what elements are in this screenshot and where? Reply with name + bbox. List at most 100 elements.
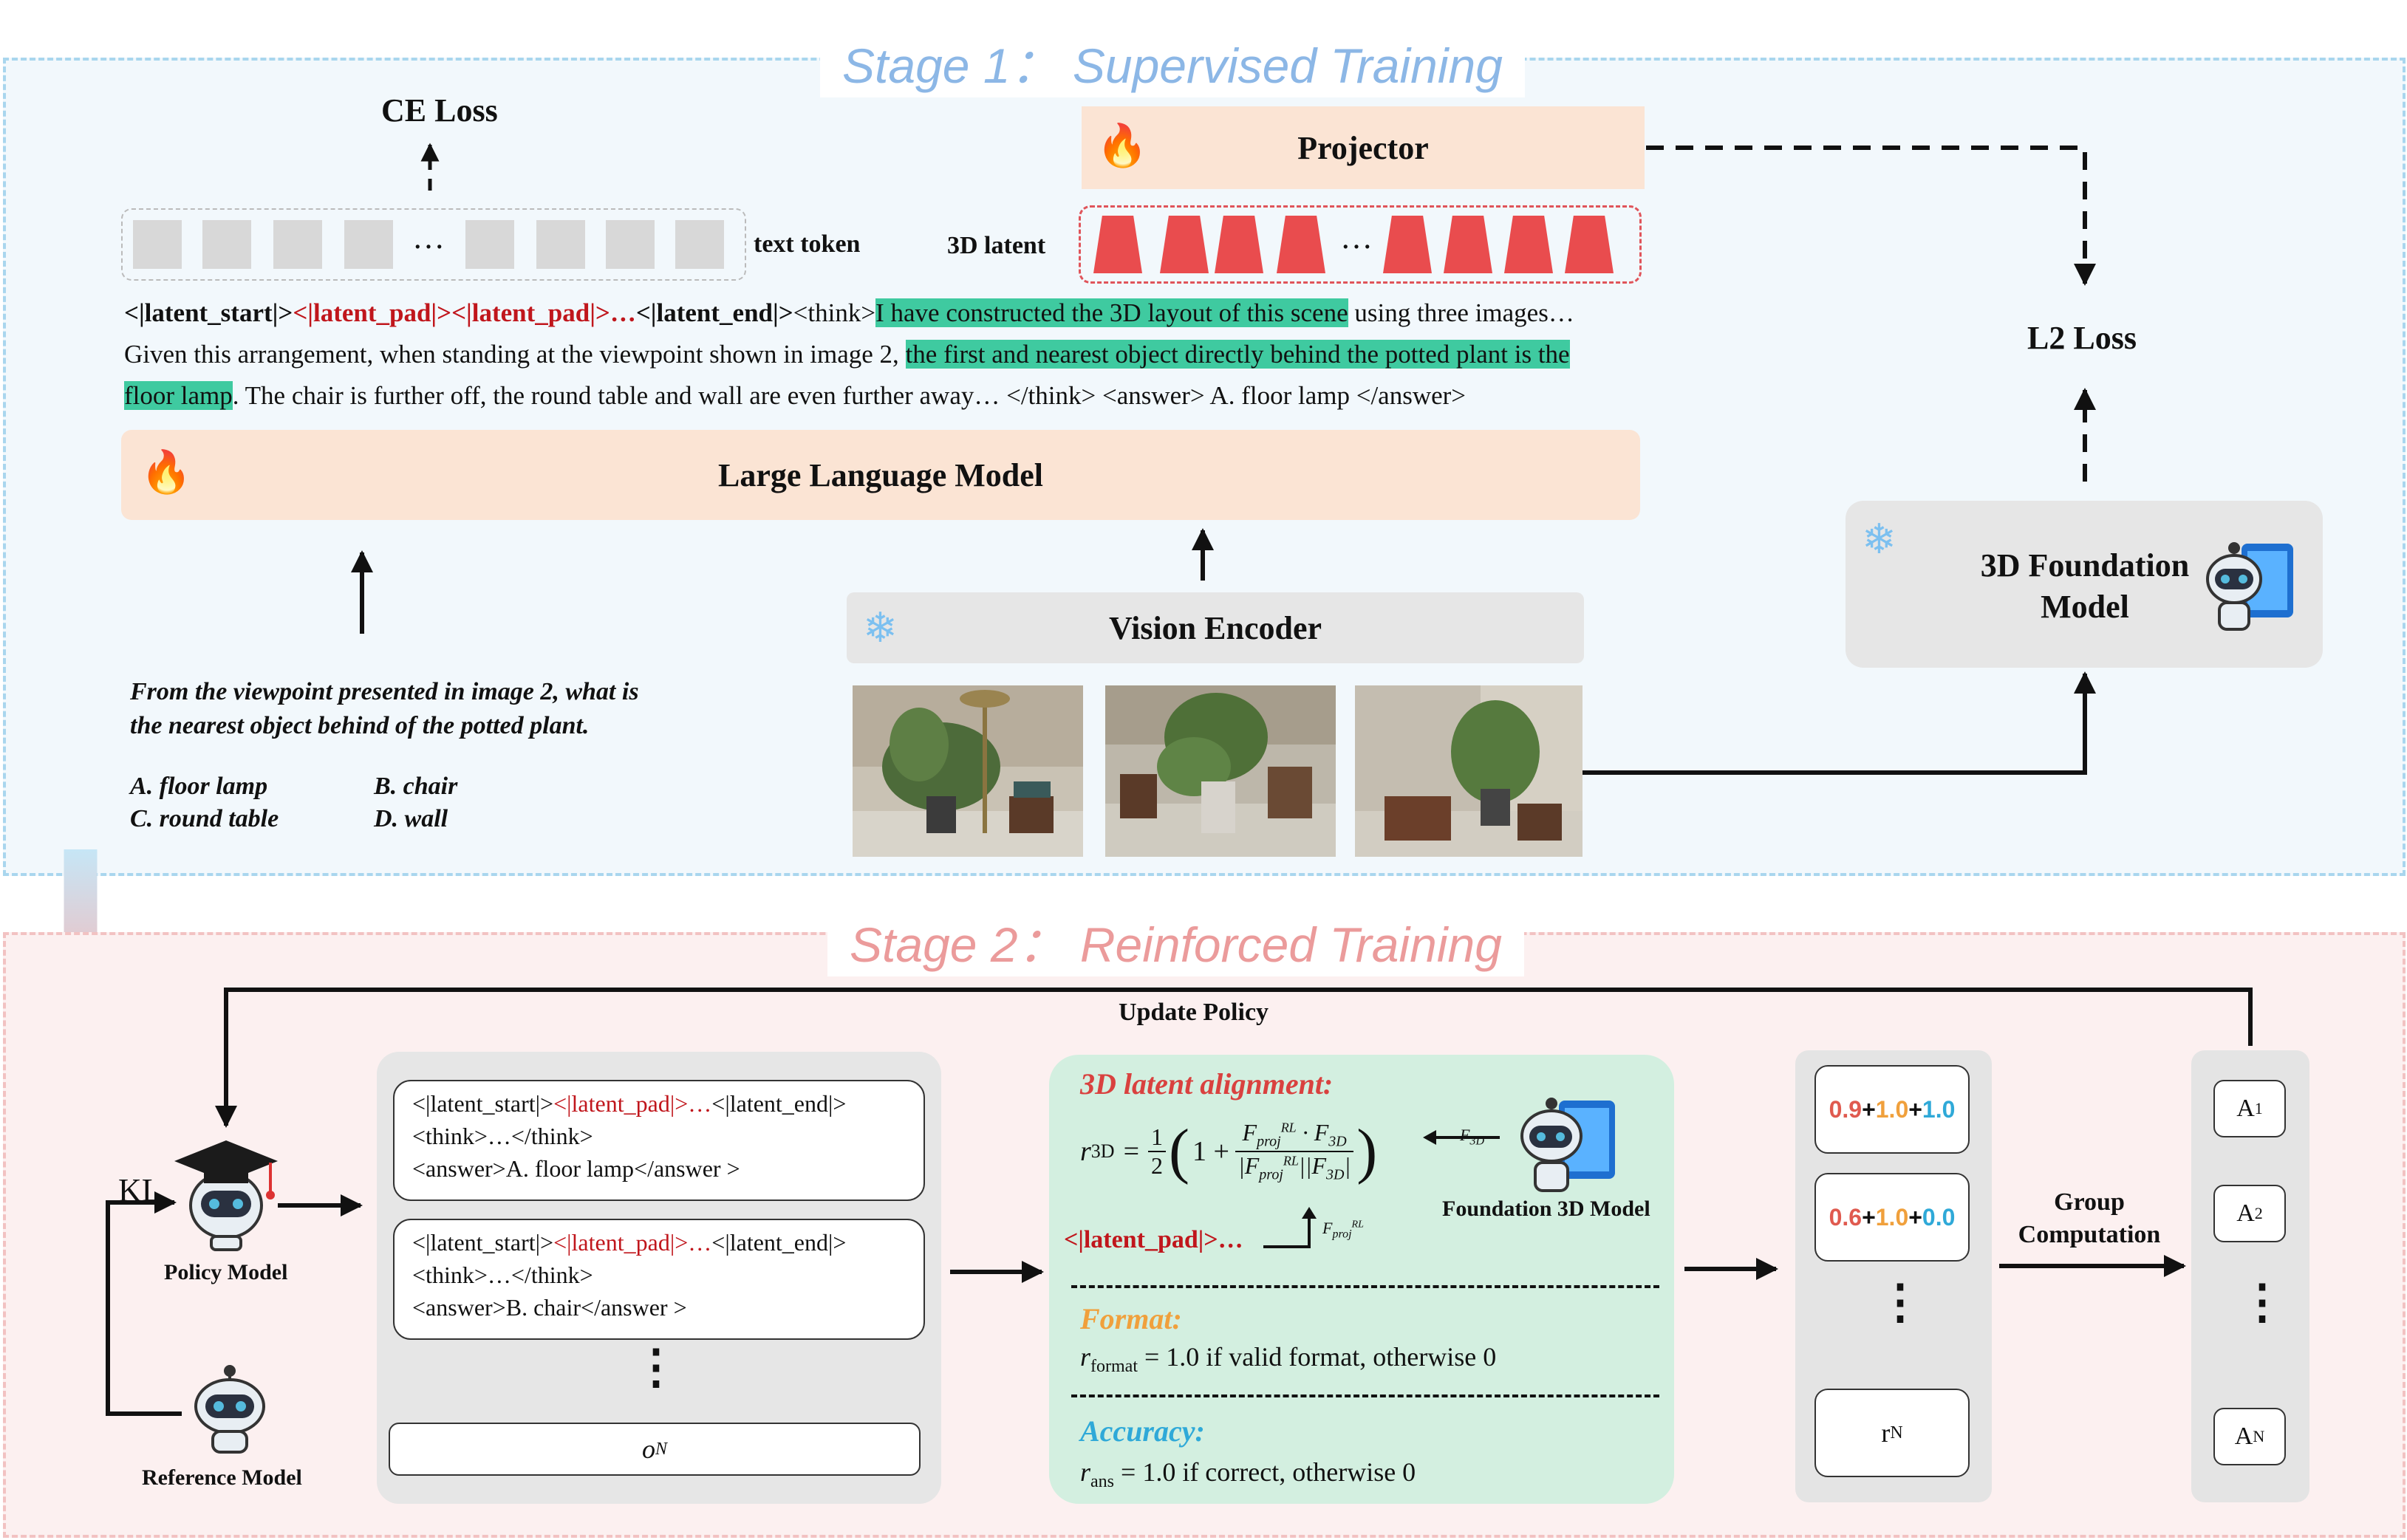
adv-subscript: 1: [2254, 1099, 2263, 1118]
accuracy-formula: rans = 1.0 if correct, otherwise 0: [1080, 1457, 1416, 1492]
foundation-model-label: 3D Foundation Model: [1976, 545, 2194, 628]
sequence-text: Given this arrangement, when standing at…: [124, 340, 906, 369]
update-policy-arrow: [215, 988, 2253, 1128]
projector-box: Projector: [1082, 106, 1645, 189]
fproj-arrow-h: [1263, 1245, 1309, 1248]
highlight-text: I have constructed the 3D layout of this…: [875, 298, 1348, 327]
reference-model-label: Reference Model: [142, 1465, 302, 1490]
fire-icon: 🔥: [1096, 123, 1148, 169]
latent-pad-tokens: <|latent_pad|>…: [553, 1229, 712, 1256]
sequence-line-3: floor lamp. The chair is further off, th…: [124, 381, 1466, 411]
plus-sign: +: [1862, 1203, 1876, 1231]
vertical-ellipsis: ⋮: [1877, 1276, 1924, 1328]
fproj-arrow-v: [1308, 1214, 1311, 1248]
latent-token: [1504, 216, 1553, 273]
think-text: <think>…</think>: [412, 1123, 593, 1149]
format-formula: rformat = 1.0 if valid format, otherwise…: [1080, 1342, 1497, 1377]
alignment-title: 3D latent alignment:: [1080, 1067, 1334, 1101]
scene-photo: [853, 685, 1083, 857]
3d-latent-box: [1079, 205, 1642, 284]
o-n-subscript: N: [655, 1440, 667, 1459]
group-label-line: Computation: [2018, 1221, 2161, 1248]
projector-label: Projector: [1297, 129, 1429, 166]
score-value: 0.0: [1922, 1203, 1956, 1231]
text-token-ellipsis: …: [412, 219, 445, 256]
option-c: C. round table: [130, 805, 279, 832]
fire-icon: 🔥: [140, 450, 192, 496]
vision-encoder-label: Vision Encoder: [1108, 609, 1322, 646]
r-n-label: r: [1881, 1418, 1891, 1448]
projector-to-l2-arrow: [1646, 146, 2096, 286]
l2-loss-label: L2 Loss: [2027, 320, 2137, 356]
latent-token: [1383, 216, 1432, 273]
option-b: B. chair: [374, 773, 458, 800]
sequence-line-2: Given this arrangement, when standing at…: [124, 340, 1570, 369]
group-computation-label: Group Computation: [2008, 1186, 2171, 1251]
f3d-arrow: [1429, 1136, 1500, 1139]
adv-label: A: [2236, 1095, 2255, 1122]
kl-arrow: [106, 1191, 182, 1416]
reference-robot-icon: [194, 1365, 265, 1454]
scene-photo: [1355, 685, 1583, 857]
latent-token: [1565, 216, 1614, 273]
latent-start-token: <|latent_start|>: [124, 298, 293, 327]
policy-robot-icon: [174, 1140, 278, 1251]
latent-start-token: <|latent_start|>: [412, 1229, 554, 1256]
3d-latent-label: 3D latent: [947, 232, 1046, 259]
latent-token: [1215, 216, 1263, 273]
sequence-text: . The chair is further off, the round ta…: [232, 381, 1467, 410]
accuracy-title: Accuracy:: [1080, 1414, 1205, 1448]
format-title: Format:: [1080, 1302, 1182, 1335]
text-token: [133, 220, 182, 269]
llm-box: Large Language Model: [121, 430, 1640, 520]
divider: [1071, 1285, 1659, 1288]
plus-sign: +: [1908, 1095, 1922, 1123]
group-label-line: Group: [2054, 1188, 2125, 1216]
plus-sign: +: [1862, 1095, 1876, 1123]
answer-text: <answer>A. floor lamp</answer >: [412, 1155, 740, 1182]
text-token: [273, 220, 322, 269]
vertical-ellipsis: ⋮: [632, 1341, 680, 1393]
score-value: 1.0: [1875, 1095, 1909, 1123]
text-token-box: [121, 208, 746, 281]
images-to-foundation-arrow: [1583, 671, 2096, 775]
response-2: <|latent_start|><|latent_pad|>…<|latent_…: [393, 1219, 925, 1340]
update-policy-label: Update Policy: [1119, 999, 1269, 1026]
sequence-line-1: <|latent_start|><|latent_pad|><|latent_p…: [124, 298, 1574, 328]
r-n-subscript: N: [1890, 1423, 1903, 1443]
score-value: 1.0: [1922, 1095, 1956, 1123]
text-token: [606, 220, 655, 269]
foundation-robot-icon: [1520, 1098, 1615, 1192]
highlight-text: floor lamp: [124, 381, 233, 410]
text-token: [344, 220, 393, 269]
text-token: [675, 220, 724, 269]
format-text: = 1.0 if valid format, otherwise 0: [1144, 1342, 1497, 1372]
fproj-label: FprojRL: [1322, 1219, 1364, 1241]
question-line: From the viewpoint presented in image 2,…: [130, 678, 639, 705]
score-value: 1.0: [1875, 1203, 1909, 1231]
latent-ellipsis: …: [1340, 219, 1373, 256]
foundation-3d-label: Foundation 3D Model: [1442, 1197, 1650, 1221]
vision-encoder-box: Vision Encoder: [847, 592, 1584, 663]
latent-token: [1277, 216, 1325, 273]
foundation-label-line: Model: [2041, 589, 2129, 625]
text-token: [465, 220, 514, 269]
latent-pad-label: <|latent_pad|>…: [1064, 1226, 1243, 1253]
response-1: <|latent_start|><|latent_pad|>…<|latent_…: [393, 1080, 925, 1201]
snowflake-icon: ❄: [1862, 517, 1896, 563]
f3d-label: F3D: [1460, 1126, 1485, 1148]
plus-sign: +: [1908, 1203, 1922, 1231]
scene-image-3: [1355, 685, 1583, 857]
latent-token: [1160, 216, 1209, 273]
latent-start-token: <|latent_start|>: [412, 1090, 554, 1117]
arrowhead: [1302, 1207, 1317, 1219]
text-token-label: text token: [754, 230, 861, 258]
score-box-2: 0.6+1.0+0.0: [1814, 1173, 1970, 1262]
